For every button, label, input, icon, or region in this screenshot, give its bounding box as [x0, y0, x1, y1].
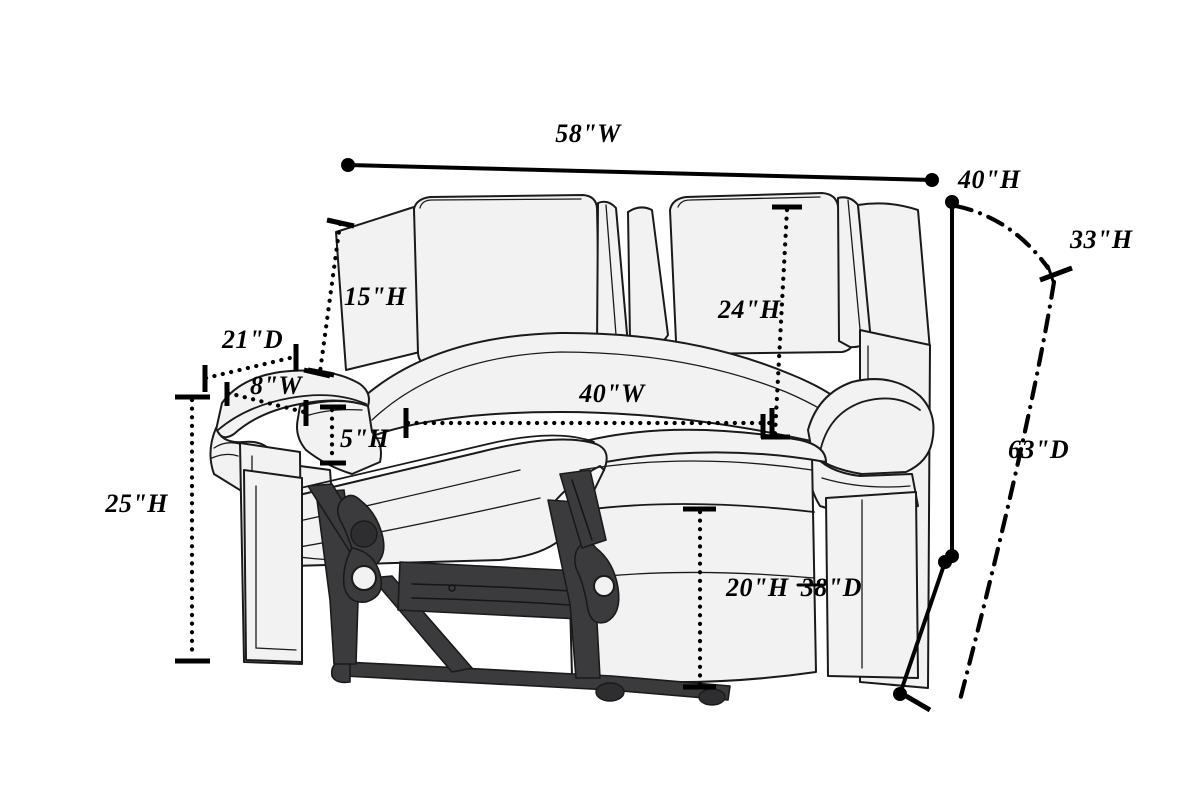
left-arm-contour-2 [213, 442, 241, 449]
recliner-mechanism [307, 469, 731, 706]
seat-width-label: 40"W [578, 379, 646, 408]
mechanism-bracket-line [571, 479, 593, 541]
overall-depth-label: 38"D [800, 573, 862, 602]
left-base-panel-seam [255, 485, 297, 651]
left-back-wing [596, 200, 629, 357]
seat-side-height-label: 20"H [725, 573, 789, 602]
seat-back-height-label: 24"H [717, 295, 781, 324]
left-back-wing-seam [605, 204, 618, 349]
dimension-seat-width: 40"W [403, 379, 775, 438]
right-arm-front-column [825, 491, 919, 679]
reclined-back-arc [953, 203, 1051, 271]
mechanism-frame-line-1 [411, 583, 587, 593]
mechanism-back-bracket [559, 469, 607, 549]
overall-width-line [346, 163, 934, 182]
arm-pad-height-label: 5"H [340, 424, 389, 453]
dimension-arm-width: 8"W [224, 371, 309, 426]
reclined-back-height-label: 33"H [1069, 225, 1133, 254]
lumbar-roll-seam [371, 351, 851, 431]
arm-depth-label: 21"D [221, 325, 283, 354]
mechanism-foot-right-2 [698, 688, 726, 706]
right-arm-lower-seam [821, 477, 911, 488]
reclined-depth-label: 63"D [1008, 435, 1069, 464]
mechanism-foot-right-1 [595, 682, 625, 702]
overall-width-label: 58"W [555, 119, 622, 148]
right-back-wing-seam [847, 199, 862, 341]
mechanism-bolt [448, 584, 456, 592]
dimension-seat-back-height: 24"H [717, 204, 802, 440]
mechanism-diagonal-strut [371, 575, 473, 673]
left-arm-contour-3 [211, 453, 239, 459]
mechanism-pivot-1 [350, 520, 378, 548]
dimension-arm-depth: 21"D [202, 325, 331, 392]
dimension-arm-pad-height: 5"H [320, 404, 389, 466]
overall-depth-line [898, 560, 947, 696]
overall-height-label: 40"H [957, 165, 1021, 194]
mechanism-frame-line-2 [411, 597, 587, 607]
seat-back-height-line [772, 207, 790, 437]
mechanism-right-hole [593, 575, 615, 597]
dimension-seat-side-height: 20"H [683, 506, 824, 690]
right-arm-contour [819, 397, 921, 453]
overall-width-dot-right [925, 173, 939, 187]
arm-width-label: 8"W [250, 371, 303, 400]
mechanism-hook-hole [351, 565, 377, 591]
arm-depth-line [203, 354, 297, 381]
back-cushion-height-cap-top [326, 217, 355, 229]
right-back-cushion-seam [677, 196, 821, 208]
overall-depth-cap [904, 693, 932, 713]
dimension-reclined-depth: 63"D [957, 279, 1069, 703]
back-cushion-height-label: 15"H [344, 282, 407, 311]
seat-height-label: 25"H [104, 489, 168, 518]
reclined-back-cap [1039, 265, 1073, 283]
left-back-cushion-seam [419, 198, 582, 209]
reclined-depth-arc [957, 279, 1057, 703]
left-arm-inner-face [296, 400, 382, 475]
right-armrest [807, 378, 935, 475]
dimension-reclined-back-height: 33"H [953, 203, 1133, 286]
overall-width-dot-left [341, 158, 355, 172]
left-base-panel [243, 469, 303, 663]
loveseat-body [209, 192, 935, 706]
left-arm-contour [217, 394, 367, 431]
dimension-overall-width: 58"W [341, 119, 939, 187]
arm-depth-tick-right [303, 367, 331, 379]
center-back-panel [627, 206, 669, 349]
dimension-overall-depth: 38"D [800, 555, 952, 713]
overall-depth-dot-bottom [893, 687, 907, 701]
back-cushion-height-line [317, 221, 343, 375]
dimension-seat-height: 25"H [104, 394, 210, 664]
overall-depth-dot-top [938, 555, 952, 569]
right-cushion-crease [579, 460, 813, 471]
right-back-cushion [669, 192, 855, 355]
dimension-overall-height: 40"H [945, 165, 1021, 563]
